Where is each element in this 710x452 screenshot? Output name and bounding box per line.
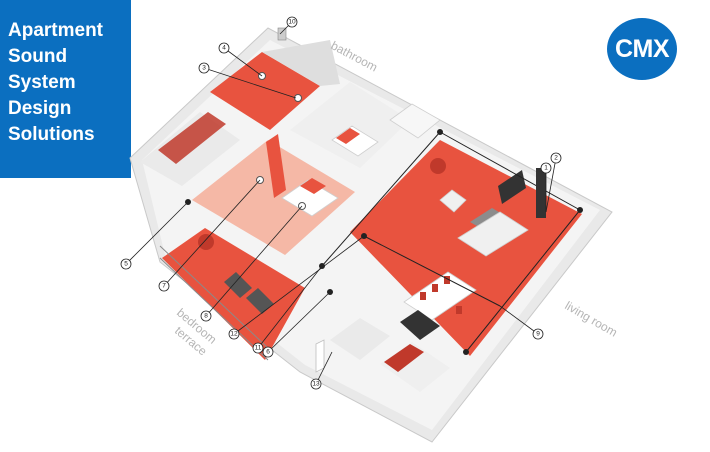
ceiling-speakers: [256, 72, 306, 210]
room-label-living-room: living room: [563, 298, 620, 339]
closet-shelves: [158, 112, 226, 164]
svg-text:2: 2: [554, 155, 558, 162]
entry-door: [315, 339, 325, 373]
svg-text:4: 4: [222, 45, 226, 52]
living-room-sofa: [457, 211, 529, 257]
callout-4: 4: [218, 42, 230, 54]
callout-7: 7: [158, 280, 170, 292]
living-room-floor: [350, 140, 582, 356]
callout-10: 10: [286, 16, 298, 28]
title-line-2: Sound: [8, 46, 68, 67]
callout-8: 8: [200, 310, 212, 322]
svg-text:10: 10: [288, 19, 296, 26]
svg-text:12: 12: [230, 331, 238, 338]
cmx-logo: CMX: [607, 18, 677, 80]
bathroom-floor: [210, 52, 320, 130]
master-bedroom-floor: [192, 140, 355, 255]
callout-3: 3: [198, 62, 210, 74]
speaker-wiring: [321, 131, 581, 353]
small-bedroom-blanket: [336, 128, 360, 144]
title-line-1: Apartment: [8, 20, 104, 41]
dining-chairs: [420, 276, 462, 314]
kitchen-counter: [400, 310, 440, 340]
svg-text:6: 6: [266, 349, 270, 356]
callout-2: 2: [550, 152, 562, 164]
title-line-3: System: [8, 72, 76, 93]
svg-text:3: 3: [202, 65, 206, 72]
svg-text:7: 7: [162, 283, 166, 290]
svg-text:5: 5: [124, 261, 128, 268]
title-line-5: Solutions: [8, 124, 95, 145]
callout-5: 5: [120, 258, 132, 270]
living-room-tv: [498, 170, 526, 204]
bottom-closet-shelves: [384, 344, 424, 372]
bathroom-walls: [262, 40, 340, 86]
callout-9: 9: [532, 328, 544, 340]
terrace-railing: [159, 245, 269, 361]
svg-text:9: 9: [536, 331, 540, 338]
callout-6: 6: [262, 346, 274, 358]
master-bed-pillows: [300, 178, 326, 194]
svg-text:8: 8: [204, 313, 208, 320]
svg-text:1: 1: [544, 165, 548, 172]
sun-lounger-2: [246, 288, 274, 314]
living-room-plant: [430, 158, 446, 174]
logo-text: CMX: [614, 34, 670, 63]
living-room-armchair: [439, 189, 467, 213]
shelf-unit: [389, 103, 441, 139]
callout-1: 1: [540, 162, 552, 174]
amplifier-rack: [536, 168, 546, 218]
title-panel: Apartment Sound System Design Solutions: [0, 0, 131, 178]
terrace-plant: [198, 234, 214, 250]
sun-lounger-1: [224, 272, 252, 298]
bedroom-wall-accent: [266, 134, 286, 198]
callout-12: 12: [228, 328, 240, 340]
terrace-floor: [162, 228, 305, 360]
svg-text:11: 11: [255, 345, 262, 352]
control-panel: [277, 27, 287, 41]
title-line-4: Design: [8, 98, 72, 119]
small-bedroom-floor: [290, 82, 410, 168]
svg-text:13: 13: [312, 381, 320, 388]
hallway-bathroom: [330, 318, 390, 360]
callout-11: 11: [252, 342, 264, 354]
callout-13: 13: [310, 378, 322, 390]
callout-leaders: [125, 21, 557, 385]
